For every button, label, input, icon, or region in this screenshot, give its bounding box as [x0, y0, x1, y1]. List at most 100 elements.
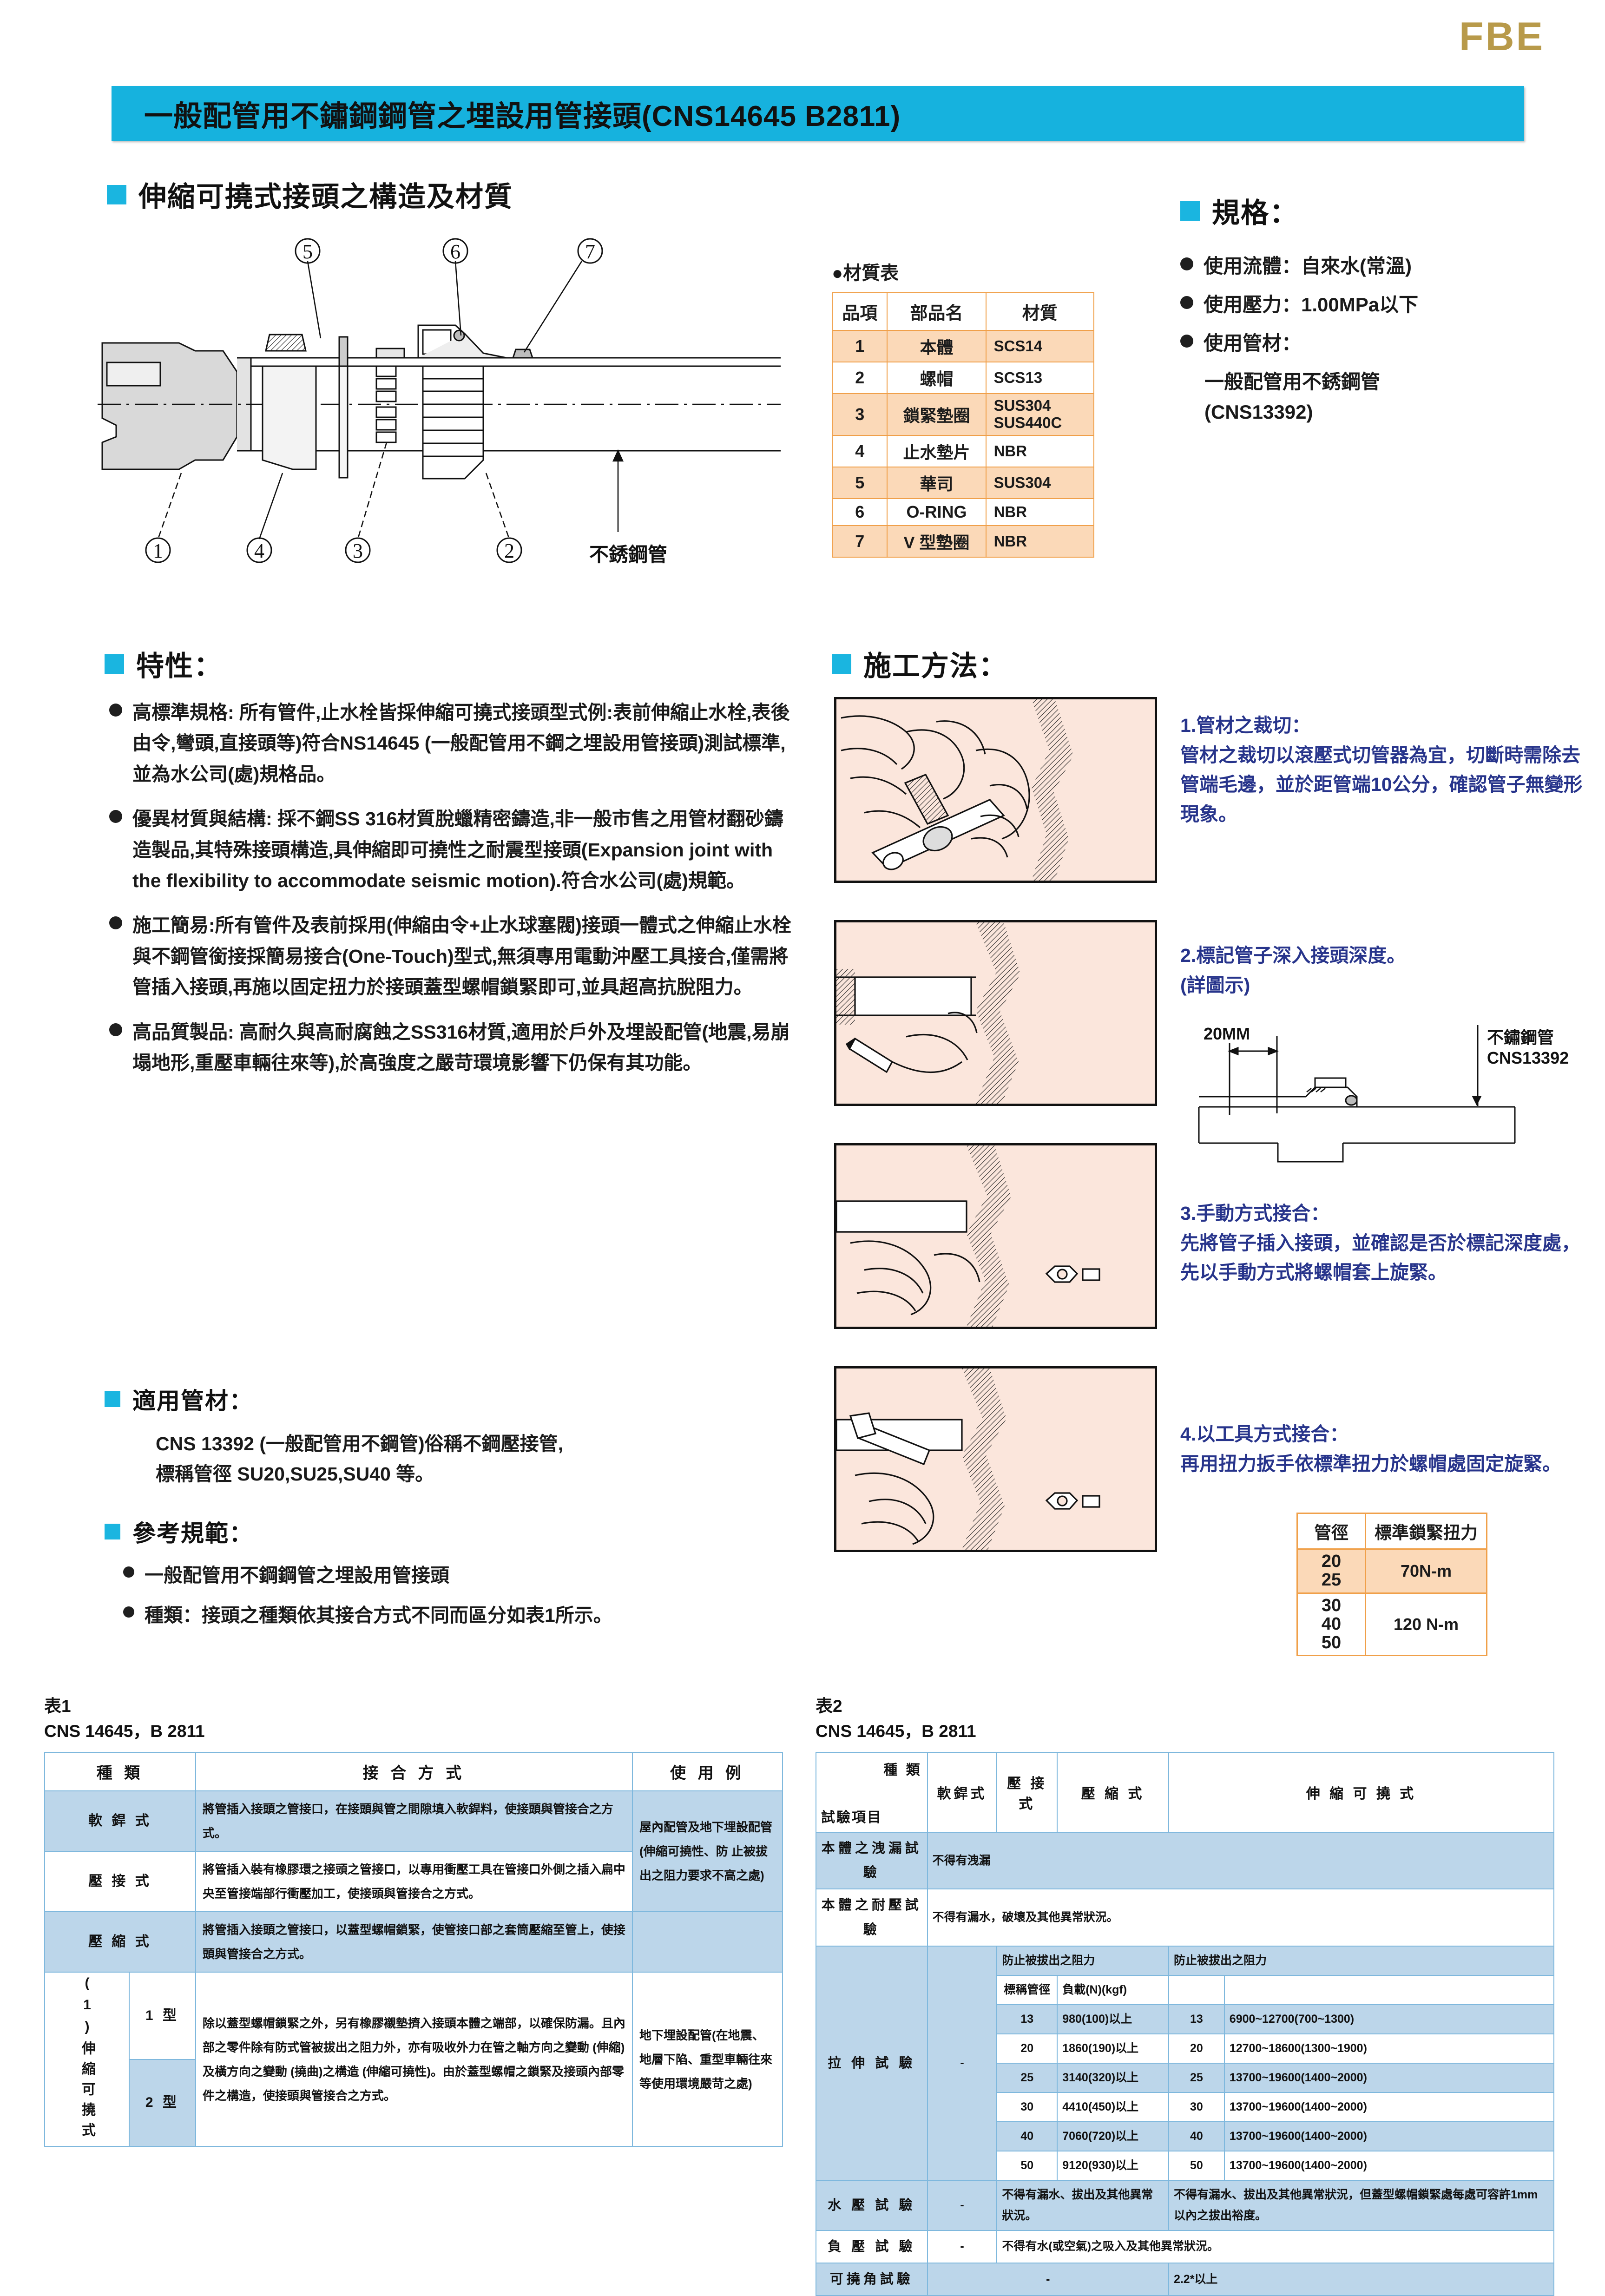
- bullet-dot-icon: [1180, 335, 1193, 348]
- brand-logo: FBE: [1459, 14, 1545, 59]
- cell-leak-value: 不得有洩漏: [927, 1831, 1555, 1890]
- bullet-dot-icon: [109, 810, 122, 823]
- cell-flex-value: 2.2*以上: [1168, 2262, 1555, 2296]
- cell-tensile-subhead-b: 防止被拔出之阻力: [1168, 1945, 1555, 1976]
- cell-load-r: 13700~19600(1400~2000): [1223, 2092, 1555, 2122]
- svg-text:4: 4: [254, 539, 264, 562]
- list-item: 優異材質與結構: 採不鋼SS 316材質脫蠟精密鑄造,非一般市售之用管材翻砂鑄造…: [109, 803, 797, 896]
- method-section-heading: 施工方法：: [832, 644, 1007, 684]
- spec-pressure: 使用壓力：1.00MPa以下: [1204, 294, 1419, 316]
- list-item: 一般配管用不鋼鋼管之埋設用管接頭: [123, 1561, 783, 1590]
- page-title-bar: 一般配管用不鏽鋼鋼管之埋設用管接頭(CNS14645 B2811): [112, 86, 1524, 141]
- method-step1-image: [834, 697, 1157, 883]
- cell-water-right: 不得有漏水、拔出及其他異常狀況，但蓋型螺帽鎖緊處每處可容許1mm以內之拔出裕度。: [1168, 2179, 1555, 2231]
- bullet-square-icon: [107, 184, 126, 204]
- table-row: 50 9120(930)以上 50 13700~19600(1400~2000): [816, 2150, 1555, 2181]
- table-header-row: 種 類 接 合 方 式 使 用 例: [44, 1752, 783, 1791]
- material-table-title: ●材質表: [832, 258, 1120, 285]
- table-row: 40 7060(720)以上 40 13700~19600(1400~2000): [816, 2121, 1555, 2151]
- col-kind: 種 類: [44, 1752, 196, 1791]
- cell-usage-1: 屋內配管及地下埋設配管(伸縮可撓性、防 止被拔出之阻力要求不高之處): [631, 1790, 783, 1912]
- method-step4-title: 4.以工具方式接合：: [1180, 1423, 1349, 1445]
- table-row: 本體之耐壓試驗 不得有漏水，破壞及其他異常狀況。: [816, 1888, 1555, 1947]
- method-step3-title: 3.手動方式接合：: [1180, 1203, 1330, 1224]
- method-step2-text: 2.標記管子深入接頭深度。 (詳圖示): [1180, 941, 1598, 1000]
- cell-load: 1860(190)以上: [1057, 2033, 1169, 2064]
- cell-dia-r: 40: [1168, 2121, 1225, 2151]
- table-row: 壓 縮 式 將管插入接頭之管接口，以蓋型螺帽鎖緊，使管接口部之套筒壓縮至管上，使…: [44, 1911, 783, 1973]
- bullet-square-icon: [105, 654, 124, 674]
- torque-table: 管徑 標準鎖緊扭力 20 25 70N-m 30 40 50 120 N-m: [1296, 1513, 1487, 1657]
- structure-heading-label: 伸縮可撓式接頭之構造及材質: [138, 181, 513, 212]
- cell-dia: 30: [996, 2092, 1058, 2122]
- cell-name: O-RING: [887, 498, 987, 526]
- table2-caption-no: 表2: [816, 1697, 842, 1716]
- cell-mat: NBR: [985, 434, 1095, 467]
- list-item: 使用壓力：1.00MPa以下: [1180, 289, 1589, 320]
- dia-30: 30: [1321, 1595, 1342, 1615]
- method-heading-label: 施工方法：: [863, 651, 1007, 682]
- table2-caption-standard: CNS 14645，B 2811: [816, 1721, 976, 1741]
- svg-text:6: 6: [450, 240, 460, 263]
- method-step2-image: [834, 920, 1157, 1106]
- cell-no: 2: [831, 362, 888, 394]
- table-row: 2 型: [45, 2059, 783, 2147]
- cell-load-r: 13700~19600(1400~2000): [1223, 2150, 1555, 2181]
- flex-note: (1): [79, 1975, 95, 2041]
- cell-flex-label: 可撓角試驗: [816, 2262, 928, 2296]
- pipe-material-heading-label: 適用管材：: [132, 1388, 253, 1414]
- method-step1-text: 1.管材之裁切： 管材之裁切以滾壓式切管器為宜，切斷時需除去管端毛邊，並於距管端…: [1180, 711, 1589, 829]
- spec-section-heading: 規格：: [1180, 191, 1298, 231]
- method-step3-text: 3.手動方式接合： 先將管子插入接頭，並確認是否於標記深度處，先以手動方式將螺帽…: [1180, 1199, 1598, 1288]
- cell-dia-group2: 30 40 50: [1296, 1592, 1366, 1657]
- cell-subtype-1: 1 型: [129, 1972, 196, 2060]
- method-step2-title: 2.標記管子深入接頭深度。: [1180, 945, 1406, 966]
- cell-load: 7060(720)以上: [1057, 2121, 1169, 2151]
- cell-no: 7: [831, 525, 888, 558]
- table1-caption-no: 表1: [44, 1697, 71, 1716]
- cell-leak-label: 本體之洩漏試驗: [816, 1831, 928, 1890]
- col-flexible: 伸 縮 可 撓 式: [1168, 1752, 1555, 1833]
- feature-text-3: 施工簡易:所有管件及表前採用(伸縮由令+止水球塞閥)接頭一體式之伸縮止水栓與不鋼…: [132, 914, 791, 998]
- col-soldered: 軟銲式: [927, 1752, 998, 1833]
- cell-mat-line2: SUS440C: [993, 414, 1062, 431]
- list-item: 高標準規格: 所有管件,止水栓皆採伸縮可撓式接頭型式例:表前伸縮止水栓,表後由令…: [109, 697, 797, 789]
- list-item: 使用管材：: [1180, 328, 1589, 358]
- detail-pipe-label-line2: CNS13392: [1487, 1048, 1569, 1067]
- cell-subtype-2: 2 型: [129, 2059, 196, 2147]
- col-joining-method: 接 合 方 式: [195, 1752, 633, 1791]
- cell-kind-compression: 壓 縮 式: [44, 1911, 196, 1973]
- dimension-20mm-label: 20MM: [1204, 1024, 1250, 1043]
- cell-subcol-blank-a: [1168, 1974, 1225, 2005]
- pipe-material-line2: 標稱管徑 SU20,SU25,SU40 等。: [156, 1463, 434, 1485]
- cell-method-press: 將管插入裝有橡膠環之接頭之管接口，以專用衝壓工具在管接口外側之插入扁中央至管接端…: [195, 1851, 633, 1912]
- col-corner: 種 類 試驗項目: [816, 1752, 928, 1833]
- svg-text:1: 1: [153, 539, 163, 562]
- cell-load-r: 13700~19600(1400~2000): [1223, 2062, 1555, 2093]
- cell-dia: 50: [996, 2150, 1058, 2181]
- bullet-dot-icon: [109, 704, 122, 717]
- cell-method-flexible: 除以蓋型螺帽鎖緊之外，另有橡膠襯墊擠入接頭本體之端部，以確保防漏。且內部之零件除…: [195, 1972, 633, 2147]
- table1-caption-standard: CNS 14645，B 2811: [44, 1721, 205, 1741]
- cell-no: 1: [831, 330, 888, 362]
- cell-dia-group1: 20 25: [1296, 1548, 1366, 1594]
- features-section-heading: 特性：: [105, 644, 223, 684]
- cell-kind-soldered: 軟 銲 式: [44, 1790, 196, 1852]
- svg-text:2: 2: [504, 539, 514, 562]
- cell-dia: 13: [996, 2004, 1058, 2034]
- spec-pipe-line1: 一般配管用不銹鋼管: [1204, 371, 1381, 393]
- bullet-square-icon: [1180, 201, 1200, 221]
- method-step4-text: 4.以工具方式接合： 再用扭力扳手依標準扭力於螺帽處固定旋緊。: [1180, 1420, 1598, 1479]
- table-row: 20 1860(190)以上 20 12700~18600(1300~1900): [816, 2033, 1555, 2064]
- corner-kind-label: 種 類: [883, 1763, 922, 1778]
- bullet-dot-icon: [109, 916, 122, 930]
- pipe-material-section-heading: 適用管材：: [105, 1382, 253, 1416]
- dia-25: 25: [1321, 1570, 1342, 1590]
- cell-torque-70: 70N-m: [1365, 1548, 1487, 1594]
- cell-mat: SCS13: [985, 362, 1095, 394]
